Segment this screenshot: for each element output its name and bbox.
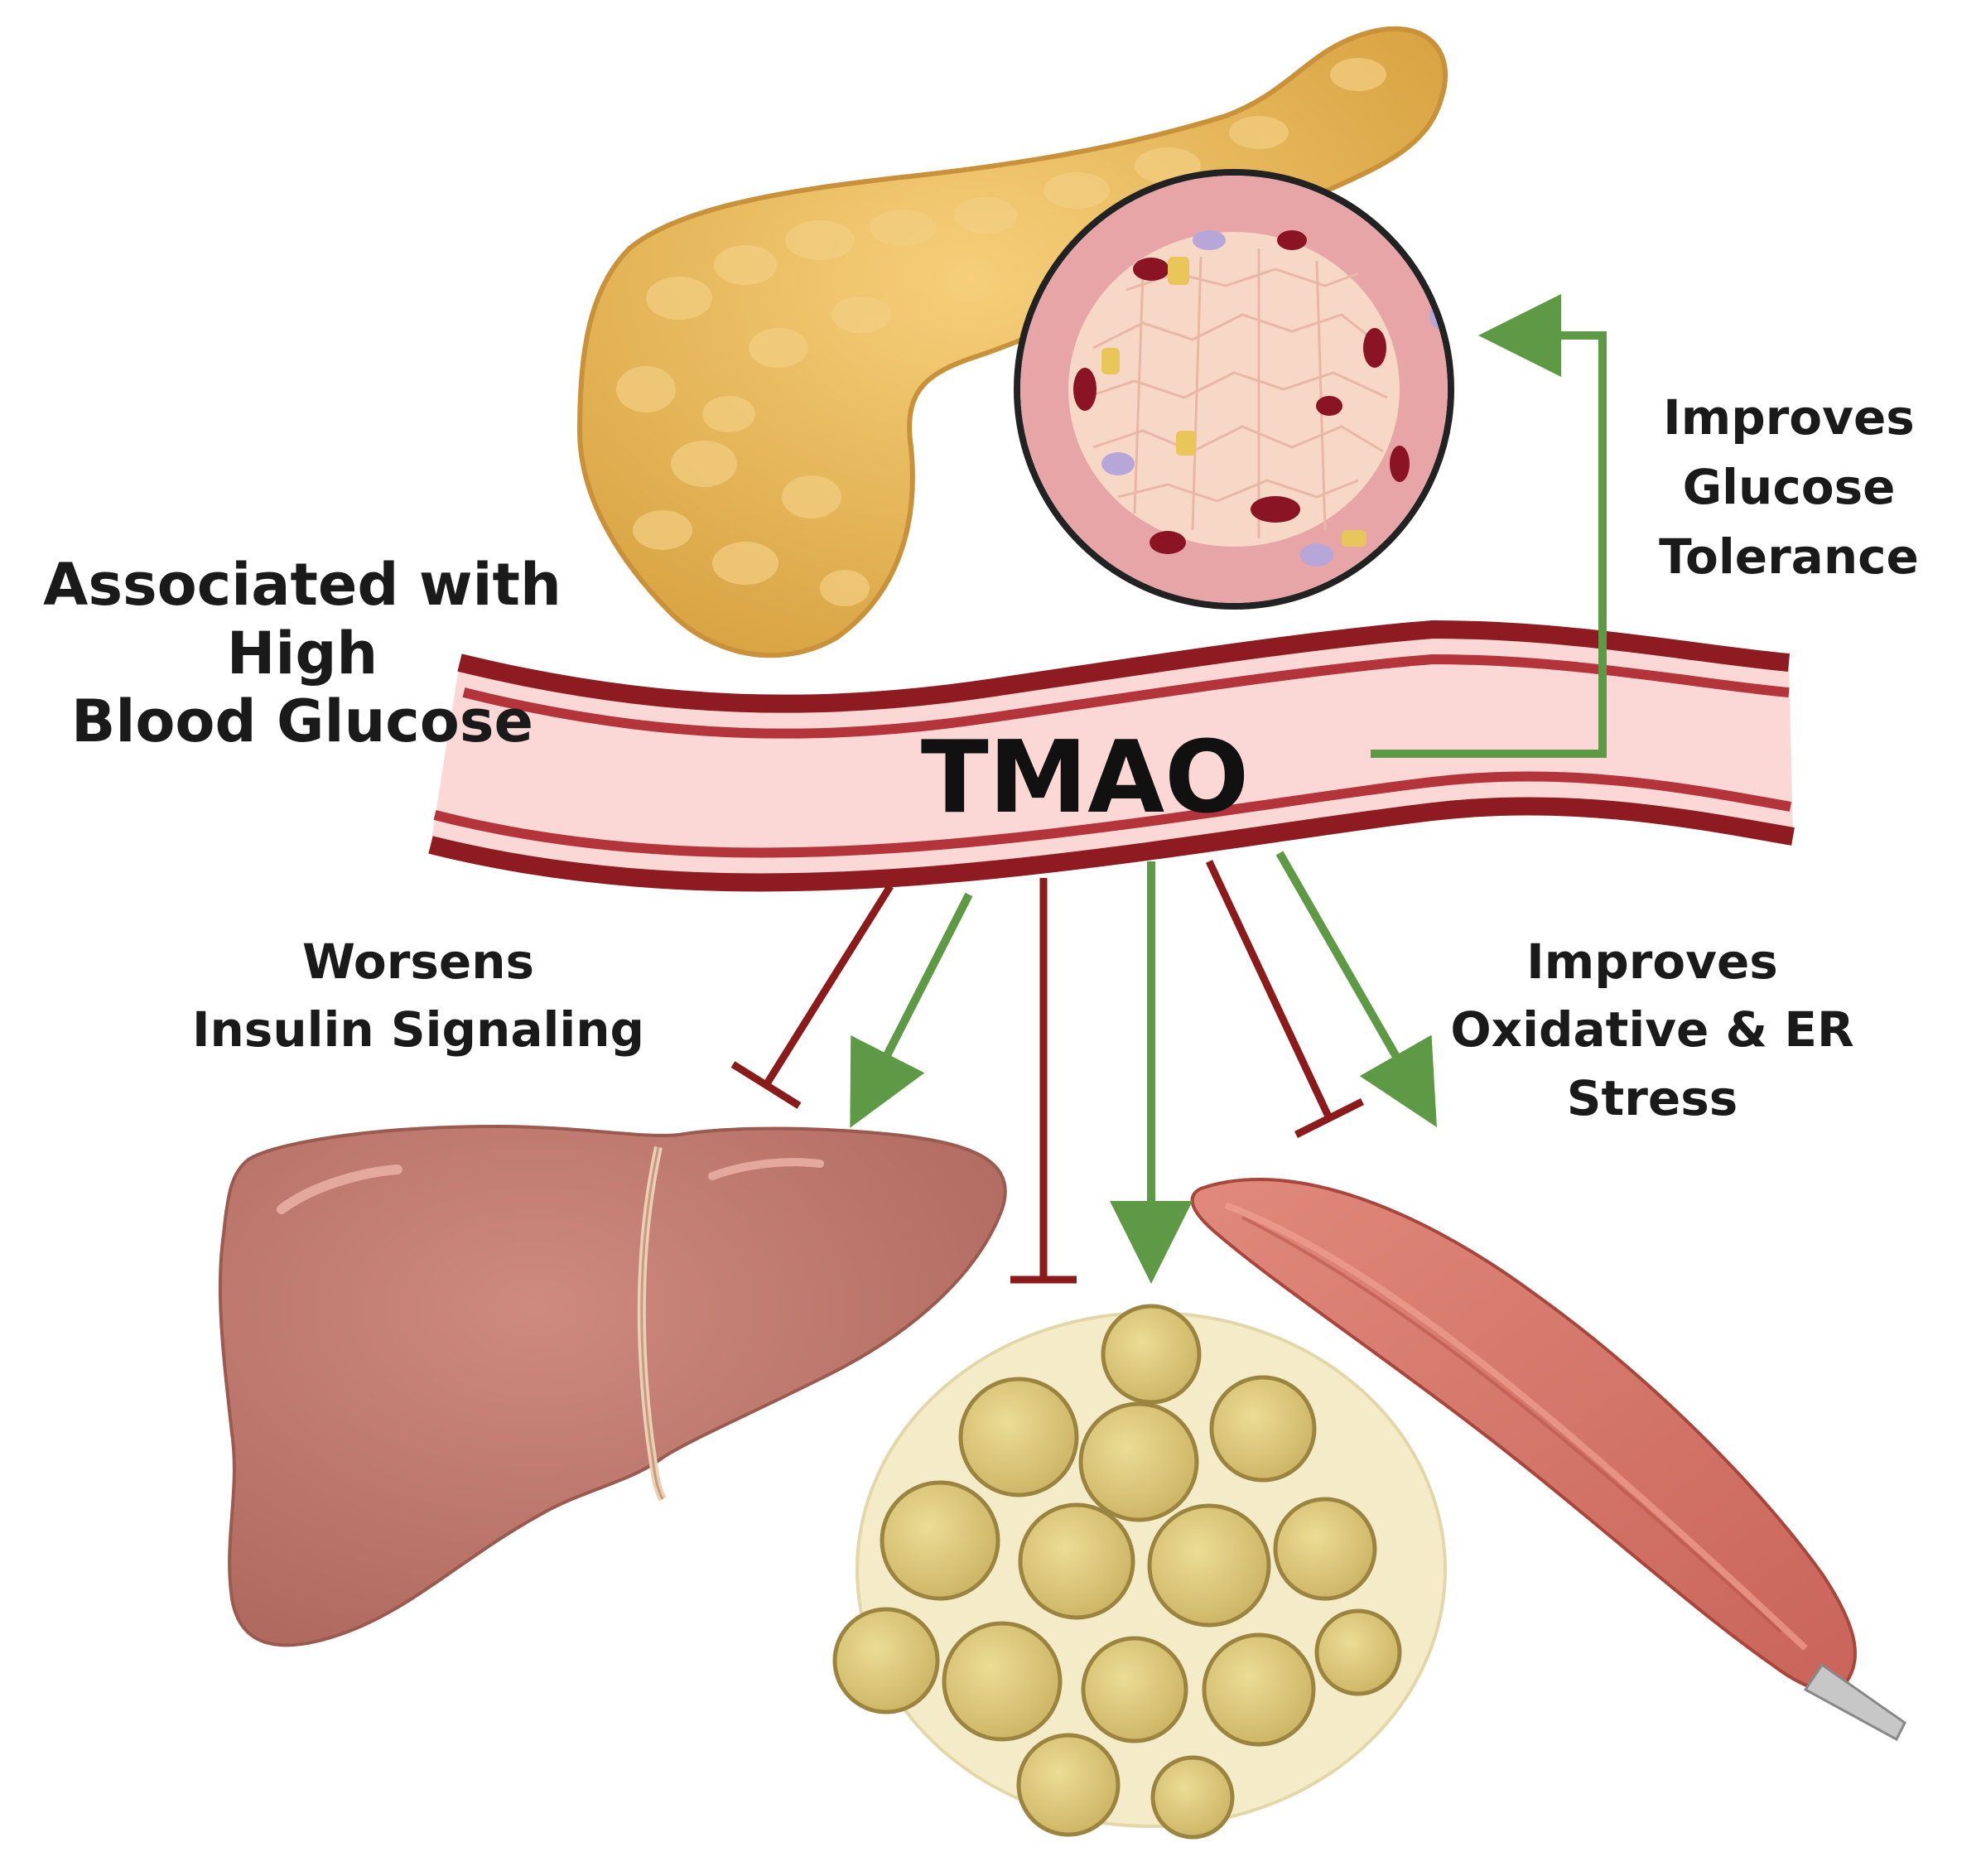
muscle-inhibit-arrow — [1205, 860, 1365, 1139]
adipose-tissue-icon — [832, 1304, 1447, 1840]
islet-icon — [1014, 169, 1454, 610]
muscle-icon — [1190, 1178, 1906, 1742]
worsens-insulin-signaling-label: Worsens Insulin Signaling — [191, 933, 645, 1059]
associated-high-glucose-label: Associated with High Blood Glucose — [43, 551, 562, 756]
improves-oxidative-stress-label: Improves Oxidative & ER Stress — [1450, 933, 1854, 1126]
pancreas-feedback-arrow — [1371, 294, 1607, 758]
improves-glucose-tolerance-label: Improves Glucose Tolerance — [1659, 389, 1919, 586]
fat-inhibit-arrow — [1010, 878, 1077, 1284]
tmao-label: TMAO — [920, 721, 1250, 836]
liver-icon — [218, 1124, 1007, 1647]
muscle-activate-arrow — [1275, 851, 1437, 1128]
liver-activate-arrow — [850, 892, 973, 1128]
liver-inhibit-arrow — [730, 884, 894, 1109]
